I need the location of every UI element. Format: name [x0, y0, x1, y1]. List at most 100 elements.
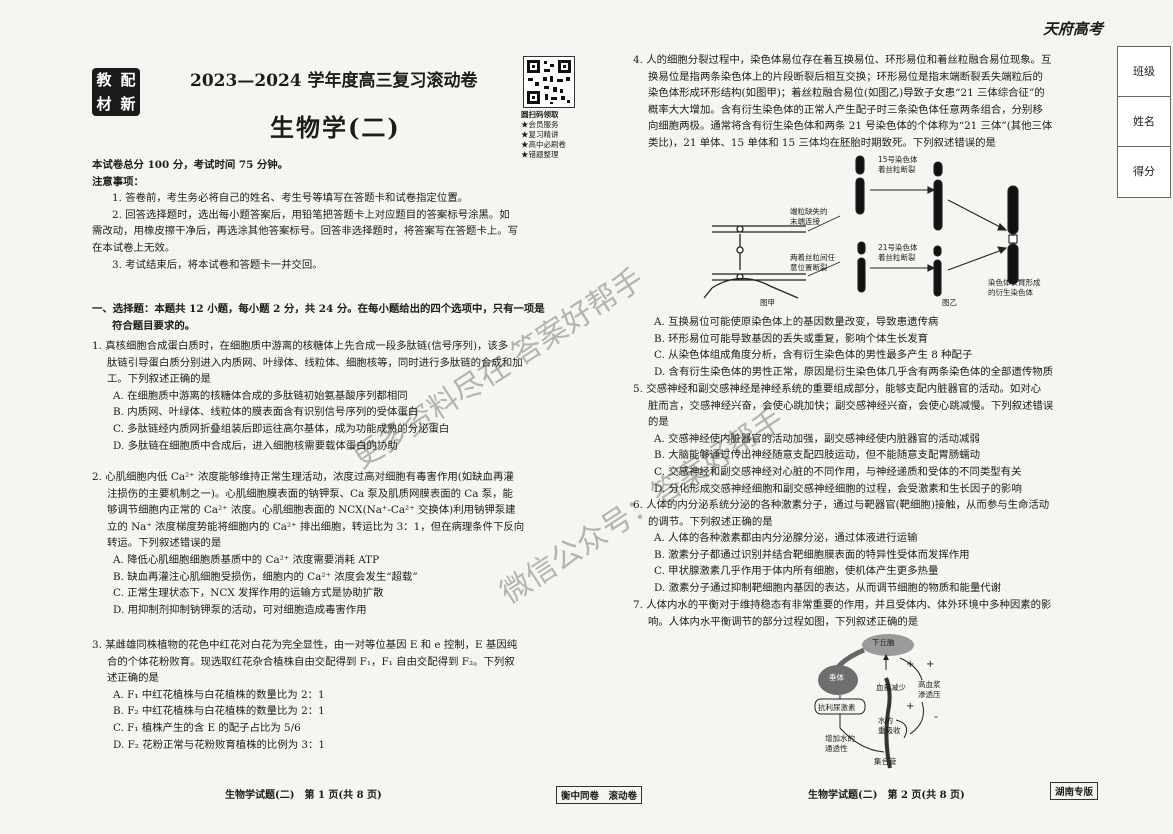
plus-sign: +: [906, 701, 915, 712]
question-3: 3. 某雌雄同株植物的花色中红花对白花为完全显性，由一对等位基因 E 和 e 控…: [92, 637, 562, 753]
plus-sign: +: [926, 659, 935, 670]
label-line: 渗透压: [918, 690, 941, 699]
exam-subject: 生物学(二): [270, 113, 401, 142]
question-text: 述正确的是: [107, 672, 159, 685]
figure-a-label: 端粒缺失的 末端连接: [790, 207, 828, 227]
option-a: A. 人体的各种激素都由内分泌腺分泌，通过体液进行运输: [654, 532, 918, 545]
question-text: 的是: [648, 416, 669, 429]
permeability-label: 增加水的 通透性: [825, 734, 855, 754]
question-text: 脏而言，交感神经兴奋，会使心跳加快；副交感神经兴奋，会使心跳减慢。下列叙述错误: [648, 399, 1054, 412]
question-2: 2. 心肌细胞内低 Ca²⁺ 浓度能够维持正常生理活动，浓度过高对细胞有毒害作用…: [92, 469, 562, 618]
qr-item: ★高中必刷卷: [521, 140, 566, 149]
section-line: 符合题目要求的。: [112, 319, 196, 332]
score-field[interactable]: 得分: [1133, 165, 1155, 178]
option-d: D. 分化形成交感神经细胞和副交感神经细胞的过程，会受激素和生长因子的影响: [654, 482, 1022, 495]
option-d: D. 多肽链在细胞质中合成后，进入细胞核需要载体蛋白的协助: [113, 439, 398, 452]
question-text: 向细胞两极。通常将含有衍生染色体和两条 21 号染色体的个体称为“21 三体”(…: [648, 120, 1053, 133]
option-b: B. 环形易位可能导致基因的丢失或重复，影响个体生长发育: [654, 332, 929, 345]
collecting-duct-shape: [884, 677, 892, 769]
label-line: 通透性: [825, 744, 848, 753]
option-c: C. F₁ 植株产生的含 E 的配子占比为 5/6: [113, 721, 301, 734]
plus-sign: +: [906, 659, 915, 670]
page-footer-left: 生物学试题(二) 第 1 页(共 8 页): [225, 790, 382, 801]
logo-char: 教: [96, 71, 112, 89]
note-line: 需改动，用橡皮擦干净后，再选涂其他答案标号。回答非选择题时，将答案写在答题卡上。…: [92, 225, 519, 238]
option-d: D. 用抑制剂抑制钠钾泵的活动，可对细胞造成毒害作用: [113, 603, 367, 616]
class-field[interactable]: 班级: [1118, 47, 1170, 97]
label-line: 两着丝粒间任: [790, 253, 835, 262]
name-field[interactable]: 姓名: [1118, 97, 1170, 147]
qr-item: ★错题整理: [521, 150, 559, 159]
region-badge: 湖南专版: [1050, 782, 1099, 800]
figure-b-caption: 图乙: [942, 298, 957, 307]
label-line: 染色体长臂形成: [988, 278, 1041, 287]
question-text: 4. 人的细胞分裂过程中，染色体易位存在着互换易位、环形易位和着丝粒融合易位现象…: [633, 54, 1052, 66]
option-c: C. 从染色体组成角度分析，含有衍生染色体的男性最多产生 8 种配子: [654, 349, 973, 362]
question-text: 的调节。下列叙述正确的是: [648, 515, 773, 528]
option-a: A. F₁ 中红花植株与白花植株的数量比为 2：1: [113, 688, 325, 701]
figure-a-caption: 图甲: [760, 298, 775, 307]
qr-notes: 圆扫码领取 ★会员服务 ★复习精讲 ★高中必刷卷 ★错题整理: [521, 110, 566, 160]
question-text: 6. 人体的内分泌系统分泌的各种激素分子，通过与靶器官(靶细胞)接触，从而参与生…: [633, 499, 1050, 511]
page-footer-right: 生物学试题(二) 第 2 页(共 8 页): [808, 790, 965, 801]
qr-item: ★会员服务: [521, 120, 559, 129]
hypothalamus-label: 下丘脑: [872, 638, 895, 647]
figure-b-label: 15号染色体 着丝粒断裂: [878, 155, 918, 175]
water-balance-diagram: [814, 634, 924, 769]
question-6: 6. 人体的内分泌系统分泌的各种激素分子，通过与靶器官(靶细胞)接触，从而参与生…: [633, 497, 1103, 597]
collecting-duct-label: 集合管: [874, 757, 897, 766]
score-line: 本试卷总分 100 分，考试时间 75 分钟。: [92, 159, 289, 171]
question-text: 概率大大增加。含有衍生染色体的正常人产生配子时三条染色体任意两条组合，分别移: [648, 103, 1043, 116]
label-line: 末端连接: [790, 217, 820, 226]
adh-label: 抗利尿激素: [818, 703, 856, 712]
logo-char: 配: [120, 71, 136, 89]
osmolarity-label: 高血浆 渗透压: [918, 680, 941, 700]
label-line: 着丝粒断裂: [878, 165, 916, 174]
option-b: B. 缺血再灌注心肌细胞受损伤，细胞内的 Ca²⁺ 浓度会发生“超载”: [113, 570, 418, 583]
option-a: A. 交感神经使内脏器官的活动加强，副交感神经使内脏器官的活动减弱: [654, 432, 980, 445]
logo-char: 新: [120, 95, 136, 113]
note-line: 3. 考试结束后，将本试卷和答题卡一并交回。: [112, 258, 323, 271]
question-4-options: A. 互换易位可能使原染色体上的基因数量改变，导致患遗传病 B. 环形易位可能导…: [633, 314, 1103, 380]
label-line: 水的: [878, 716, 893, 725]
question-text: 合的个体花粉败育。现选取红花杂合植株自由交配得到 F₁，F₁ 自由交配得到 F₂…: [107, 655, 515, 668]
exam-title: 2023—2024 学年度高三复习滚动卷: [190, 71, 478, 91]
label-line: 重吸收: [878, 726, 901, 735]
note-line: 1. 答卷前，考生务必将自己的姓名、考生号等填写在答题卡和试卷指定位置。: [112, 192, 469, 205]
option-b: B. 激素分子都通过识别并结合靶细胞膜表面的特异性受体而发挥作用: [654, 548, 970, 561]
qr-code-icon: [523, 56, 575, 108]
reabsorption-label: 水的 重吸收: [878, 716, 901, 736]
option-c: C. 甲状腺激素几乎作用于体内所有细胞，使机体产生更多热量: [654, 565, 939, 578]
label-line: 15号染色体: [878, 155, 918, 164]
option-d: D. 含有衍生染色体的男性正常，原因是衍生染色体几乎含有两条染色体的全部遗传物质: [654, 365, 1054, 378]
label-line: 端粒缺失的: [790, 207, 828, 216]
question-text: 染色体形成环形结构(如图甲)；着丝粒融合易位(如图乙)导致子女患“21 三体综合…: [648, 87, 1045, 100]
option-c: C. 多肽链经内质网折叠组装后即运往高尔基体，成为功能成熟的分泌蛋白: [113, 422, 450, 435]
question-1: 1. 真核细胞合成蛋白质时，在细胞质中游离的核糖体上先合成一段多肽链(信号序列)…: [92, 338, 562, 454]
question-4: 4. 人的细胞分裂过程中，染色体易位存在着互换易位、环形易位和着丝粒融合易位现象…: [633, 52, 1103, 152]
question-text: 转运。下列叙述错误的是: [107, 537, 222, 550]
option-a: A. 降低心肌细胞细胞质基质中的 Ca²⁺ 浓度需要消耗 ATP: [113, 553, 380, 566]
label-line: 意位置断裂: [790, 263, 828, 272]
series-badge: 衡中同卷 滚动卷: [556, 786, 643, 804]
option-c: C. 交感神经和副交感神经对心脏的不同作用，与神经递质和受体的不同类型有关: [654, 465, 1022, 478]
section-heading: 一、选择题：本题共 12 小题，每小题 2 分，共 24 分。在每小题给出的四个…: [92, 301, 562, 334]
qr-item: ★复习精讲: [521, 130, 559, 139]
section-line: 一、选择题：本题共 12 小题，每小题 2 分，共 24 分。在每小题给出的四个…: [92, 303, 545, 315]
question-text: 够调节细胞内正常的 Ca²⁺ 浓度。心肌细胞表面的 NCX(Na⁺-Ca²⁺ 交…: [107, 504, 516, 517]
minus-sign: -: [934, 710, 938, 723]
label-line: 着丝粒断裂: [878, 253, 916, 262]
figure-a-label: 两着丝粒间任 意位置断裂: [790, 253, 835, 273]
figure-b-label: 21号染色体 着丝粒断裂: [878, 243, 918, 263]
question-text: 换易位是指两条染色体上的片段断裂后相互交换；环形易位是指末端断裂丢失端粒后的: [648, 70, 1043, 83]
note-line: 2. 回答选择题时，选出每小题答案后，用铅笔把答题卡上对应题目的答案标号涂黑。如: [112, 208, 510, 221]
brand-logo: 天府高考: [1043, 20, 1104, 38]
figure-b-label: 染色体长臂形成 的衍生染色体: [988, 278, 1041, 298]
option-a: A. 互换易位可能使原染色体上的基因数量改变，导致患遗传病: [654, 316, 939, 328]
question-text: 响。人体内水平衡调节的部分过程如图，下列叙述正确的是: [648, 615, 919, 628]
option-a: A. 在细胞质中游离的核糖体合成的多肽链初始氨基酸序列都相同: [113, 389, 408, 402]
question-text: 注损伤的主要机制之一)。心肌细胞膜表面的钠钾泵、Ca 泵及肌质网膜表面的 Ca …: [107, 487, 513, 500]
label-line: 增加水的: [825, 734, 855, 743]
question-text: 1. 真核细胞合成蛋白质时，在细胞质中游离的核糖体上先合成一段多肽链(信号序列)…: [92, 340, 509, 352]
note-line: 在本试卷上无效。: [92, 241, 176, 254]
